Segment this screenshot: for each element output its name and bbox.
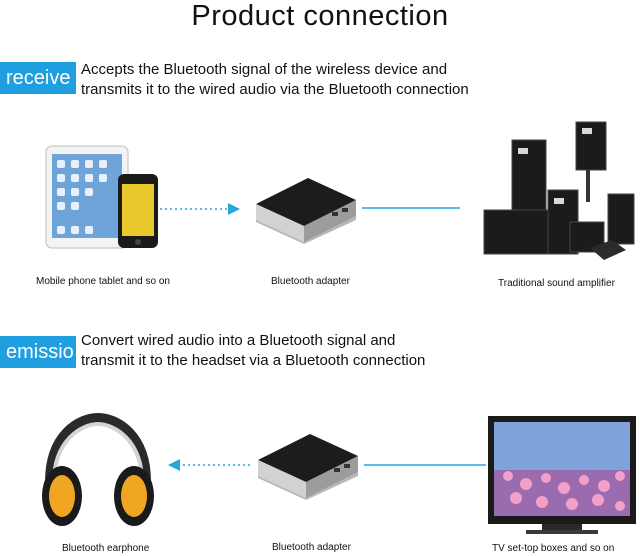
tablet-phone-image (45, 145, 158, 249)
page-title: Product connection (191, 0, 449, 32)
headphones-image (42, 412, 154, 526)
arrow-left-icon (168, 459, 250, 471)
receive-description: Accepts the Bluetooth signal of the wire… (81, 60, 469, 100)
bluetooth-adapter-image (256, 178, 356, 244)
receive-description-line1: Accepts the Bluetooth signal of the wire… (81, 61, 448, 78)
tv-caption: TV set-top boxes and so on (492, 543, 615, 554)
emission-description-line2: transmit it to the headset via a Bluetoo… (81, 352, 426, 369)
tv-image (488, 416, 636, 534)
amplifier-caption: Traditional sound amplifier (498, 278, 615, 289)
receive-description-line2: transmits it to the wired audio via the … (81, 81, 469, 98)
arrow-right-icon (160, 203, 240, 215)
adapter-caption: Bluetooth adapter (271, 276, 350, 287)
adapter-caption: Bluetooth adapter (272, 542, 351, 553)
speakers-image (483, 121, 635, 260)
connection-line (362, 207, 460, 209)
source-device-caption: Mobile phone tablet and so on (36, 276, 170, 287)
bluetooth-adapter-image (258, 434, 358, 500)
receive-badge: receive (0, 62, 76, 94)
earphone-caption: Bluetooth earphone (62, 543, 150, 554)
connection-line (364, 464, 486, 466)
emission-description-line1: Convert wired audio into a Bluetooth sig… (81, 332, 396, 349)
emission-badge: emissio (0, 336, 76, 368)
emission-description: Convert wired audio into a Bluetooth sig… (81, 331, 425, 371)
